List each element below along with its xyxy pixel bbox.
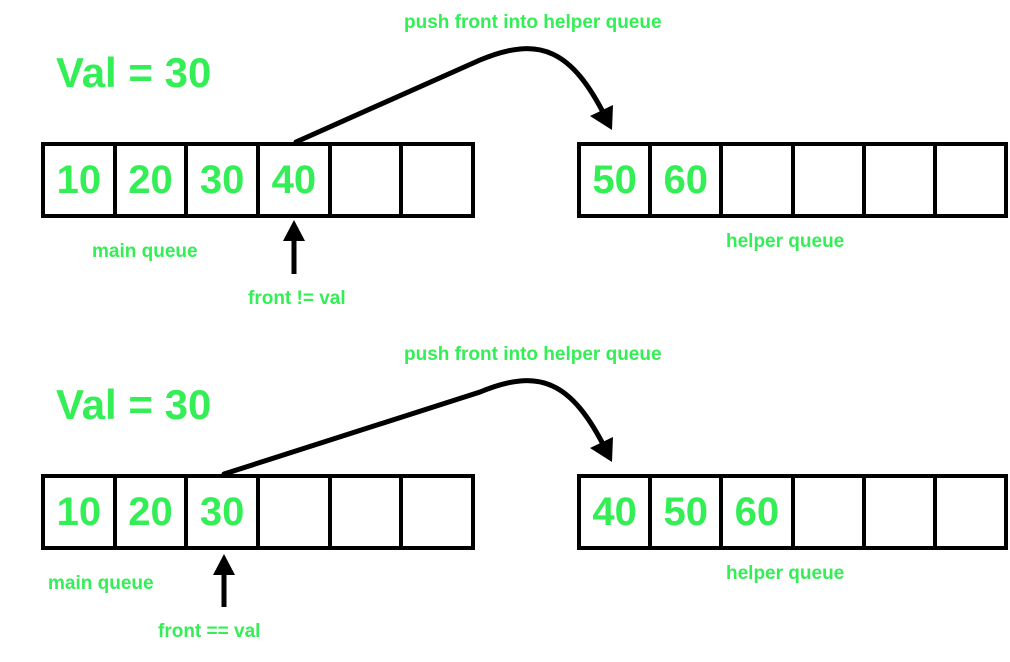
- main-queue-label: main queue: [92, 241, 198, 262]
- push-caption: push front into helper queue: [404, 344, 662, 365]
- push-arrow: [221, 378, 609, 477]
- queue-cell: [795, 146, 866, 214]
- helper-queue: 40 50 60: [577, 474, 1008, 550]
- front-caption: front != val: [248, 288, 346, 309]
- queue-cell: [866, 478, 937, 546]
- queue-cell: [937, 478, 1004, 546]
- main-queue: 10 20 30: [41, 474, 475, 550]
- main-queue-label: main queue: [48, 573, 154, 594]
- queue-cell: 30: [188, 146, 261, 214]
- queue-cell: 60: [652, 146, 724, 214]
- queue-cell: [403, 478, 471, 546]
- front-pointer-head: [283, 220, 305, 241]
- helper-queue-label: helper queue: [726, 563, 845, 584]
- queue-cell: 30: [188, 478, 261, 546]
- queue-cell: [795, 478, 866, 546]
- front-pointer-head: [213, 554, 235, 575]
- step-panel-2: Val = 30 push front into helper queue 10…: [0, 332, 1010, 662]
- queue-cell: 40: [260, 146, 332, 214]
- queue-cell: [403, 146, 471, 214]
- helper-queue-label: helper queue: [726, 231, 845, 252]
- val-label: Val = 30: [56, 381, 212, 428]
- queue-cell: [332, 146, 404, 214]
- main-queue: 10 20 30 40: [41, 142, 475, 218]
- queue-cell: 10: [45, 478, 117, 546]
- queue-cell: 50: [652, 478, 724, 546]
- push-caption: push front into helper queue: [404, 12, 662, 33]
- helper-queue: 50 60: [577, 142, 1008, 218]
- push-arrow: [293, 46, 609, 145]
- queue-cell: 40: [581, 478, 653, 546]
- queue-cell: 60: [723, 478, 795, 546]
- queue-cell: [937, 146, 1004, 214]
- val-label: Val = 30: [56, 49, 212, 96]
- queue-cell: 20: [117, 478, 189, 546]
- push-arrow-head: [590, 105, 613, 130]
- queue-cell: [866, 146, 937, 214]
- queue-cell: 10: [45, 146, 117, 214]
- step-panel-1: Val = 30 push front into helper queue 10…: [0, 0, 1010, 330]
- queue-cell: 50: [581, 146, 653, 214]
- front-caption: front == val: [158, 621, 261, 642]
- push-arrow-head: [590, 437, 613, 462]
- queue-cell: [260, 478, 332, 546]
- queue-cell: [723, 146, 795, 214]
- queue-cell: 20: [117, 146, 189, 214]
- queue-cell: [332, 478, 404, 546]
